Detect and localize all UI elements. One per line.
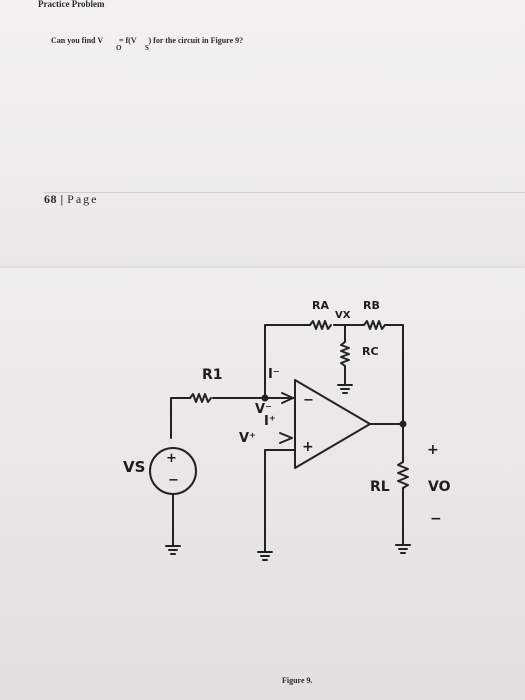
label-vs: VS — [123, 458, 146, 476]
label-opamp-minus: − — [303, 393, 314, 408]
label-rb: RB — [363, 299, 380, 312]
question-text: Can you find V = f(V ) for the circuit i… — [51, 36, 243, 45]
resistor-r1 — [189, 393, 212, 403]
label-r1: R1 — [202, 367, 223, 383]
resistor-rc — [340, 341, 350, 367]
wire-noninv — [264, 449, 296, 553]
figure-caption: Figure 9. — [282, 676, 313, 685]
ground-source — [165, 545, 181, 555]
ground-rc — [337, 384, 353, 394]
question-part-3: ) for the circuit in Figure 9? — [148, 36, 244, 45]
footer-rule — [44, 192, 525, 193]
label-ra: RA — [312, 299, 329, 312]
label-vo-minus: − — [430, 511, 442, 527]
label-vx: VX — [335, 310, 351, 321]
subscript-o: O — [116, 44, 122, 52]
resistor-rl — [397, 461, 409, 489]
lower-page — [0, 268, 525, 700]
label-vo-plus: + — [427, 442, 439, 458]
question-part-2: = f(V — [118, 36, 137, 45]
page-heading: Practice Problem — [38, 0, 105, 9]
label-rc: RC — [362, 345, 379, 358]
label-source-plus: + — [166, 451, 177, 466]
question-part-1: Can you find V — [51, 36, 103, 45]
wire-top-right — [384, 324, 404, 429]
resistor-rb — [363, 320, 386, 330]
ground-noninv — [257, 551, 273, 561]
subscript-s: S — [145, 44, 149, 52]
resistor-ra — [309, 320, 332, 330]
op-amp-body — [294, 379, 371, 469]
label-vo: VO — [428, 479, 451, 495]
label-v-plus: V⁺ — [239, 431, 256, 446]
label-i-plus: I⁺ — [264, 414, 276, 429]
label-v-minus: V⁻ — [255, 402, 272, 417]
ground-load — [395, 544, 411, 554]
label-rl: RL — [370, 479, 390, 495]
page-number-value: 68 — [44, 192, 57, 206]
arrow-i-plus — [279, 432, 293, 444]
arrow-i-minus — [281, 392, 294, 404]
page-number-word: Page — [67, 192, 99, 206]
wire-source-top — [170, 397, 191, 439]
page-number-separator: | — [60, 192, 64, 206]
wire-top-left — [264, 324, 311, 397]
page-number: 68 | Page — [44, 192, 98, 207]
label-source-minus: − — [168, 473, 179, 488]
label-i-minus: I⁻ — [268, 367, 280, 382]
label-opamp-plus: + — [302, 439, 314, 455]
upper-page: Practice Problem Can you find V = f(V ) … — [0, 0, 525, 268]
